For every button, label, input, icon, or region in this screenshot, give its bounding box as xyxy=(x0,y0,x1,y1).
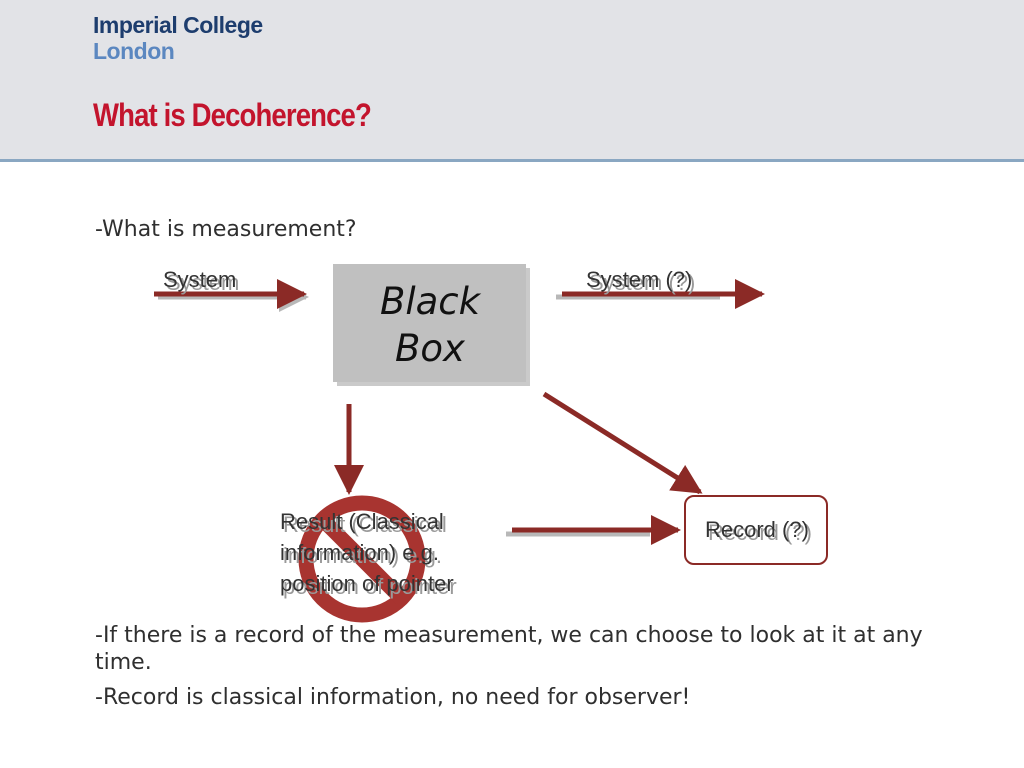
logo-line-2: London xyxy=(93,38,175,64)
prohibition-sign-icon xyxy=(298,495,426,623)
result-line2-shadow: information) e.g. xyxy=(283,543,442,568)
record-diagonal-arrow xyxy=(542,391,703,495)
black-box-label-line2: Box xyxy=(395,327,466,370)
result-to-record-arrow xyxy=(506,515,681,545)
result-line2: information) e.g. xyxy=(280,540,439,565)
result-line1-shadow: Result (Classical xyxy=(283,512,447,537)
result-line3-shadow: position of pointer xyxy=(283,574,457,599)
system-output-label: System (?) xyxy=(586,267,692,292)
system-input-label: System xyxy=(163,267,236,292)
result-label: Result (Classical Result (Classical info… xyxy=(280,509,457,599)
black-box-label-line1: Black xyxy=(380,280,482,323)
system-output-label-shadow: System (?) xyxy=(589,270,695,295)
logo-line-1: Imperial College xyxy=(93,12,263,38)
slide-header: Imperial College London What is Decohere… xyxy=(0,0,1024,162)
black-box xyxy=(333,264,526,382)
system-output-arrow xyxy=(556,279,765,309)
record-label: Record (?) xyxy=(705,517,809,542)
system-input-arrow xyxy=(154,279,309,312)
bullet-record-choose-look: -If there is a record of the measurement… xyxy=(95,623,923,675)
result-line1: Result (Classical xyxy=(280,509,444,534)
bullet-what-is-measurement: -What is measurement? xyxy=(95,217,357,242)
bullet-record-classical: -Record is classical information, no nee… xyxy=(95,685,691,710)
record-box xyxy=(684,495,828,565)
record-label-shadow: Record (?) xyxy=(708,520,812,545)
system-input-label-shadow: System xyxy=(166,270,239,295)
imperial-logo: Imperial College London xyxy=(93,12,263,64)
slide-title: What is Decoherence? xyxy=(93,97,372,133)
result-line3: position of pointer xyxy=(280,571,454,596)
